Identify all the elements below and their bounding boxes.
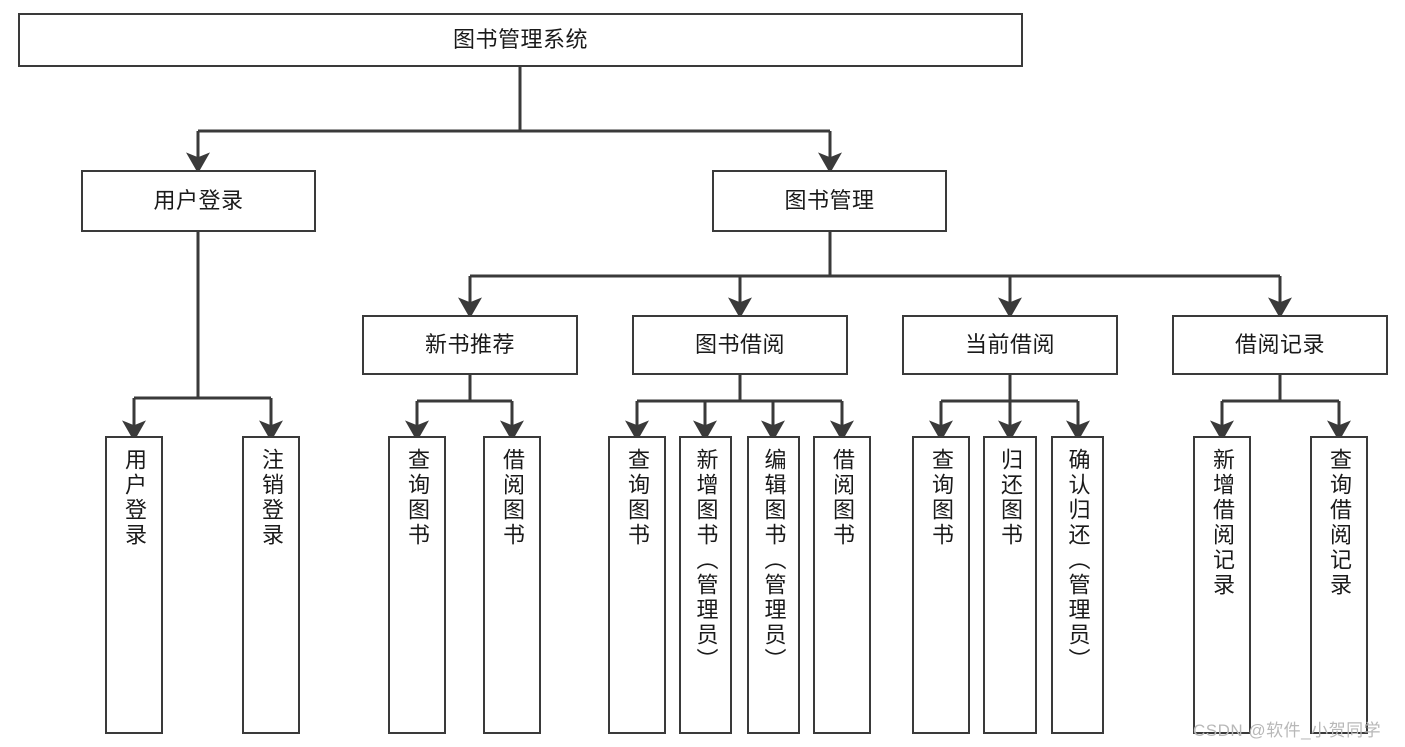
node-label: 新书推荐: [424, 332, 515, 358]
leaf-borrow-book[interactable]: 借阅图书: [813, 436, 871, 734]
node-label: 图书管理: [784, 188, 875, 214]
node-label: 图书借阅: [694, 332, 785, 358]
node-book-management[interactable]: 图书管理: [712, 170, 947, 232]
node-label: 确认归还（管理员）: [1065, 448, 1091, 673]
node-label: 用户登录: [122, 448, 147, 548]
node-label: 借阅图书: [830, 448, 855, 548]
node-borrowing-record[interactable]: 借阅记录: [1172, 315, 1388, 375]
node-label: 查询借阅记录: [1327, 448, 1352, 598]
node-label: 用户登录: [153, 188, 244, 214]
node-user-login[interactable]: 用户登录: [81, 170, 316, 232]
node-label: 当前借阅: [964, 332, 1055, 358]
leaf-query-borrow-record[interactable]: 查询借阅记录: [1310, 436, 1368, 734]
node-book-borrowing[interactable]: 图书借阅: [632, 315, 848, 375]
leaf-user-login[interactable]: 用户登录: [105, 436, 163, 734]
node-label: 编辑图书（管理员）: [761, 448, 787, 673]
node-label: 查询图书: [405, 448, 430, 548]
node-label: 归还图书: [998, 448, 1023, 548]
leaf-return-book[interactable]: 归还图书: [983, 436, 1037, 734]
node-new-book-recommendation[interactable]: 新书推荐: [362, 315, 578, 375]
leaf-query-book-current[interactable]: 查询图书: [912, 436, 970, 734]
node-root-book-management-system[interactable]: 图书管理系统: [18, 13, 1023, 67]
leaf-borrow-book-new[interactable]: 借阅图书: [483, 436, 541, 734]
node-label: 图书管理系统: [452, 27, 588, 53]
node-label: 借阅图书: [500, 448, 525, 548]
node-label: 查询图书: [625, 448, 650, 548]
node-label: 新增图书（管理员）: [693, 448, 719, 673]
leaf-query-book-borrow[interactable]: 查询图书: [608, 436, 666, 734]
csdn-watermark: CSDN @软件_小贺同学: [1193, 721, 1382, 740]
leaf-add-book-admin[interactable]: 新增图书（管理员）: [679, 436, 732, 734]
node-current-borrowing[interactable]: 当前借阅: [902, 315, 1118, 375]
node-label: 新增借阅记录: [1210, 448, 1235, 598]
node-label: 借阅记录: [1234, 332, 1325, 358]
node-label: 查询图书: [929, 448, 954, 548]
leaf-confirm-return-admin[interactable]: 确认归还（管理员）: [1051, 436, 1104, 734]
leaf-edit-book-admin[interactable]: 编辑图书（管理员）: [747, 436, 800, 734]
leaf-logout[interactable]: 注销登录: [242, 436, 300, 734]
leaf-query-book-new[interactable]: 查询图书: [388, 436, 446, 734]
node-label: 注销登录: [259, 448, 284, 548]
leaf-add-borrow-record[interactable]: 新增借阅记录: [1193, 436, 1251, 734]
